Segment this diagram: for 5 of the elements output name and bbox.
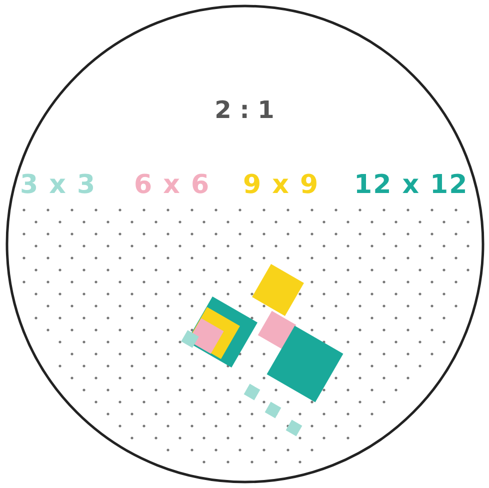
grid-size-label: 6 x 6 (134, 170, 210, 200)
ratio-heading: 2 : 1 (214, 96, 276, 124)
grid-size-label: 12 x 12 (354, 170, 468, 200)
grid-size-label: 3 x 3 (20, 170, 96, 200)
grid-size-label: 9 x 9 (243, 170, 320, 200)
